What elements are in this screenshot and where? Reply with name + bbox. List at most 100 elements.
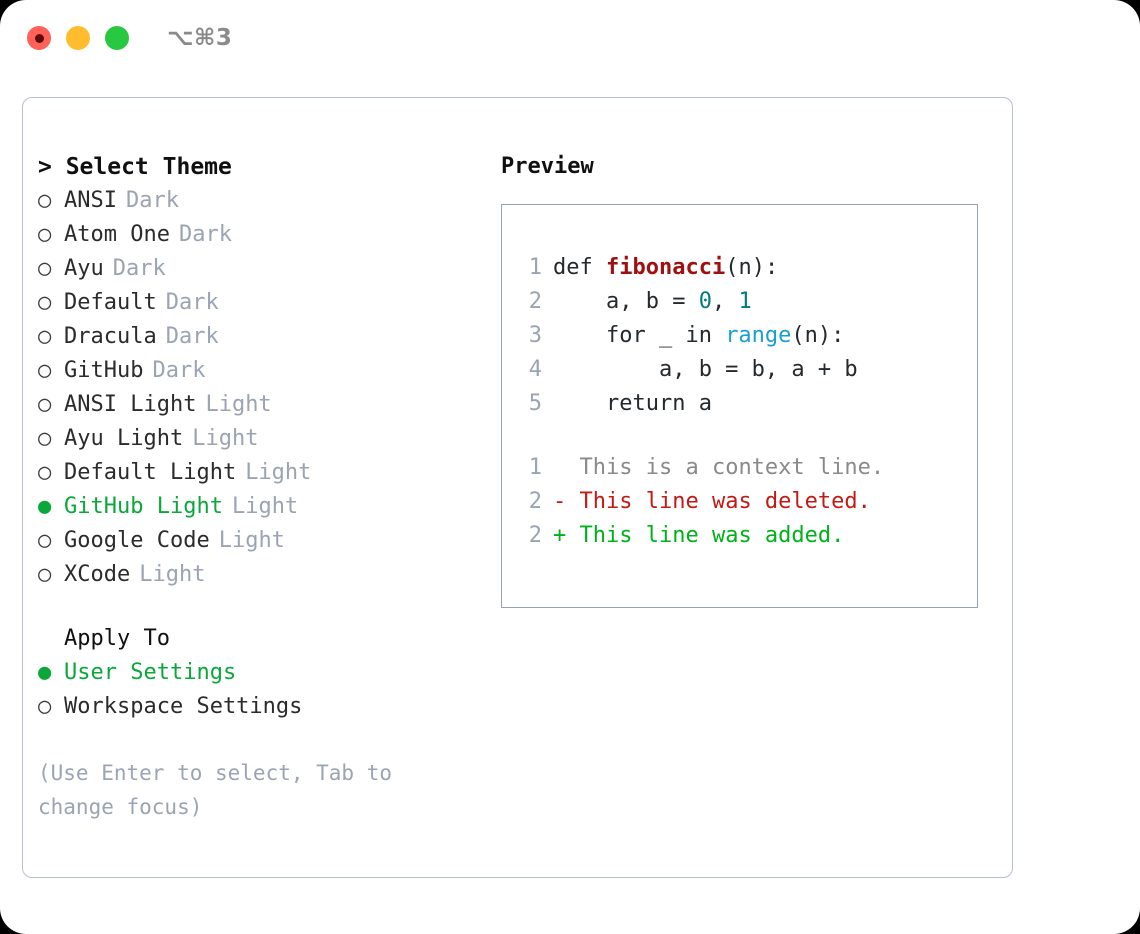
diff-text: This is a context line.	[579, 455, 885, 480]
apply-to-label: Workspace Settings	[64, 694, 303, 719]
code-token: (n):	[791, 323, 845, 348]
theme-name-label: Atom One	[64, 222, 170, 247]
line-number: 5	[528, 391, 542, 416]
theme-variant-badge: Dark	[125, 188, 179, 213]
code-line: 5 return a	[514, 387, 971, 421]
radio-selected-icon: ●	[38, 494, 52, 519]
line-number: 2	[528, 523, 542, 548]
diff-line: 2 + This line was added.	[514, 519, 971, 553]
code-token: a, b = b, a + b	[553, 357, 858, 382]
theme-name-label: Google Code	[64, 528, 210, 553]
code-token: fibonacci	[605, 255, 726, 280]
theme-list-item[interactable]: ○ ANSI Dark	[38, 184, 508, 218]
apply-to-option[interactable]: ● User Settings	[38, 656, 508, 690]
radio-unselected-icon: ○	[38, 528, 52, 553]
theme-name-label: GitHub	[64, 358, 144, 383]
recording-indicator-icon	[34, 33, 44, 43]
radio-unselected-icon: ○	[38, 460, 52, 485]
theme-variant-badge: Dark	[178, 222, 232, 247]
code-diff-separator	[514, 421, 971, 451]
theme-variant-badge: Dark	[152, 358, 206, 383]
window-controls	[27, 26, 129, 50]
theme-variant-badge: Light	[139, 562, 206, 587]
code-token: 0	[698, 289, 712, 314]
diff-sign: +	[553, 523, 580, 548]
code-text: for _ in range(n):	[553, 319, 844, 353]
diff-text: This line was added.	[579, 523, 845, 548]
line-number: 4	[528, 357, 542, 382]
theme-variant-badge: Light	[245, 460, 312, 485]
theme-list-item[interactable]: ○ Google Code Light	[38, 524, 508, 558]
radio-unselected-icon: ○	[38, 324, 52, 349]
theme-variant-badge: Dark	[112, 256, 166, 281]
theme-name-label: GitHub Light	[64, 494, 223, 519]
title-bar: ⌥⌘3	[0, 0, 1140, 76]
theme-name-label: ANSI	[64, 188, 117, 213]
code-text: return a	[553, 387, 712, 421]
code-line: 1 def fibonacci(n):	[514, 251, 971, 285]
code-token: ,	[711, 289, 739, 314]
page-title: > Select Theme	[38, 154, 232, 180]
code-token: return a	[553, 391, 712, 416]
apply-to-option[interactable]: ○ Workspace Settings	[38, 690, 508, 724]
code-token: for _ in	[553, 323, 726, 348]
line-number: 2	[528, 289, 542, 314]
radio-unselected-icon: ○	[38, 256, 52, 281]
apply-to-title: Apply To	[64, 626, 170, 651]
diff-line: 1 This is a context line.	[514, 451, 971, 485]
keyboard-shortcut-label: ⌥⌘3	[167, 25, 233, 51]
diff-sign	[553, 451, 580, 485]
theme-name-label: ANSI Light	[64, 392, 197, 417]
radio-unselected-icon: ○	[38, 358, 52, 383]
close-button[interactable]	[27, 26, 51, 50]
theme-name-label: Ayu Light	[64, 426, 184, 451]
code-line: 4 a, b = b, a + b	[514, 353, 971, 387]
radio-unselected-icon: ○	[38, 392, 52, 417]
code-token: a, b =	[553, 289, 699, 314]
radio-unselected-icon: ○	[38, 426, 52, 451]
code-line: 2 a, b = 0, 1	[514, 285, 971, 319]
theme-variant-badge: Dark	[165, 290, 219, 315]
theme-variant-badge: Light	[192, 426, 259, 451]
theme-list-item[interactable]: ○ GitHub Dark	[38, 354, 508, 388]
theme-variant-badge: Light	[231, 494, 299, 519]
theme-list-item[interactable]: ○ Ayu Light Light	[38, 422, 508, 456]
radio-unselected-icon: ○	[38, 188, 52, 213]
theme-variant-badge: Light	[218, 528, 285, 553]
minimize-button[interactable]	[66, 26, 90, 50]
theme-list-item[interactable]: ● GitHub Light Light	[38, 490, 508, 524]
line-number: 1	[528, 455, 542, 480]
theme-list-item[interactable]: ○ Ayu Dark	[38, 252, 508, 286]
diff-sign: -	[553, 489, 580, 514]
line-number: 3	[528, 323, 542, 348]
radio-selected-icon: ●	[38, 660, 52, 685]
theme-name-label: Ayu	[64, 256, 104, 281]
code-token: 1	[738, 289, 752, 314]
diff-line: 2- This line was deleted.	[514, 485, 971, 519]
code-line: 3 for _ in range(n):	[514, 319, 971, 353]
line-number: 2	[528, 489, 542, 514]
theme-name-label: XCode	[64, 562, 131, 587]
code-token: range	[725, 323, 792, 348]
maximize-button[interactable]	[105, 26, 129, 50]
diff-text: This line was deleted.	[579, 489, 871, 514]
code-token: def	[553, 255, 606, 280]
radio-unselected-icon: ○	[38, 694, 52, 719]
apply-to-list[interactable]: ● User Settings ○ Workspace Settings	[38, 656, 508, 724]
code-text: a, b = 0, 1	[553, 285, 752, 319]
code-text: def fibonacci(n):	[553, 251, 778, 285]
apply-to-label: User Settings	[64, 660, 237, 685]
line-number: 1	[528, 255, 542, 280]
